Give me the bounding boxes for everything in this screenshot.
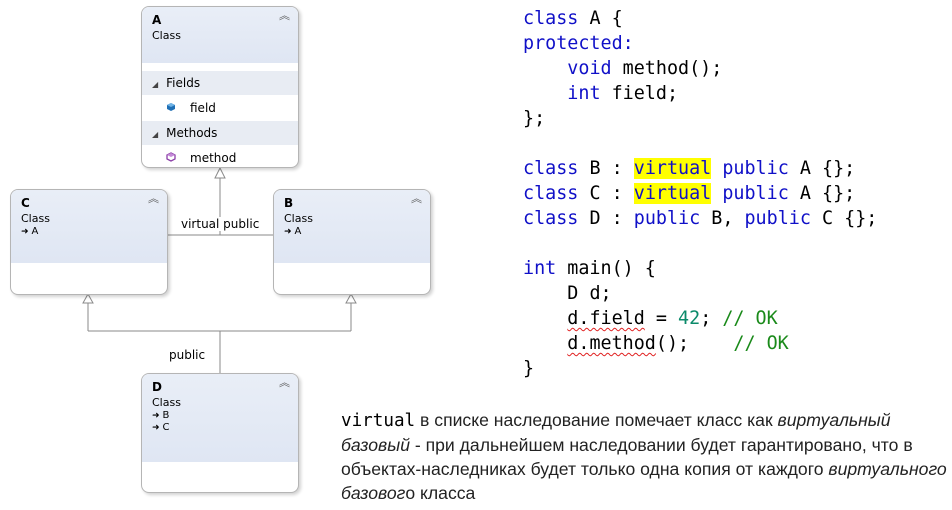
method-name: method [190, 151, 237, 165]
collapse-icon[interactable]: ︽ [411, 193, 422, 205]
error-squiggle: d.method [567, 333, 656, 354]
code-line: class D : public B, public C {}; [523, 208, 878, 229]
collapse-icon[interactable]: ︽ [279, 10, 290, 22]
collapse-icon[interactable]: ︽ [279, 377, 290, 389]
class-b-base: ➜A [284, 226, 302, 237]
methods-section-header[interactable]: ◢ Methods [142, 121, 298, 145]
expanded-triangle-icon: ◢ [152, 80, 159, 89]
expanded-triangle-icon: ◢ [152, 130, 159, 139]
collapse-icon[interactable]: ︽ [148, 193, 159, 205]
class-d-name: D [152, 380, 162, 394]
inherits-arrow-icon: ➜ [21, 227, 29, 237]
arrowhead-b [345, 292, 357, 304]
code-listing: class A { protected: void method(); int f… [523, 6, 877, 381]
field-member[interactable]: field [142, 95, 298, 121]
code-line: int main() { [523, 258, 656, 279]
error-squiggle: d.field [567, 308, 645, 329]
code-line: class B : virtual public A {}; [523, 158, 856, 179]
virtual-highlight: virtual [633, 183, 712, 204]
class-b-box[interactable]: B Class ➜A ︽ [273, 189, 431, 295]
method-member[interactable]: method [142, 145, 298, 167]
code-line: ​ [523, 131, 877, 156]
code-line: } [523, 358, 535, 379]
method-icon [166, 148, 176, 167]
class-a-header: A Class ︽ [142, 7, 298, 63]
code-line: }; [523, 108, 546, 129]
virtual-highlight: virtual [633, 158, 712, 179]
code-line: D d; [567, 283, 612, 304]
class-c-name: C [21, 196, 30, 210]
inherits-arrow-icon: ➜ [152, 411, 160, 421]
class-a-box[interactable]: A Class ︽ ◢ Fields field ◢ Methods method [141, 6, 299, 168]
inherits-arrow-icon: ➜ [284, 227, 292, 237]
methods-label: Methods [166, 126, 218, 140]
code-line: int field; [567, 83, 679, 104]
edge-label-virtual-public: virtual public [180, 217, 261, 231]
field-name: field [190, 101, 216, 115]
class-b-name: B [284, 196, 294, 210]
arrowhead-a [214, 166, 226, 179]
class-d-base-b: ➜B [152, 410, 170, 421]
class-c-base: ➜A [21, 226, 39, 237]
code-line: void method(); [567, 58, 723, 79]
class-c-kind: Class [21, 212, 50, 225]
fields-section-header[interactable]: ◢ Fields [142, 71, 298, 95]
description-text: virtual в списке наследование помечает к… [341, 410, 947, 503]
fields-label: Fields [166, 76, 201, 90]
code-line: class A { [523, 8, 623, 29]
code-line: class C : virtual public A {}; [523, 183, 856, 204]
class-b-header: B Class ➜A ︽ [274, 190, 430, 263]
code-line: d.method(); // OK [567, 333, 789, 354]
code-line: ​ [523, 231, 877, 256]
class-d-base-c: ➜C [152, 422, 170, 433]
field-icon [166, 98, 176, 120]
class-c-header: C Class ➜A ︽ [11, 190, 167, 263]
class-c-box[interactable]: C Class ➜A ︽ [10, 189, 168, 295]
edge-label-public: public [169, 348, 206, 362]
code-line: d.field = 42; // OK [567, 308, 778, 329]
class-b-kind: Class [284, 212, 313, 225]
inherits-arrow-icon: ➜ [152, 423, 160, 433]
class-a-kind: Class [152, 29, 181, 42]
class-d-header: D Class ➜B ➜C ︽ [142, 374, 298, 462]
class-d-kind: Class [152, 396, 181, 409]
class-d-box[interactable]: D Class ➜B ➜C ︽ [141, 373, 299, 493]
arrowhead-c [82, 292, 94, 304]
code-line: protected: [523, 33, 634, 54]
class-a-name: A [152, 13, 162, 27]
